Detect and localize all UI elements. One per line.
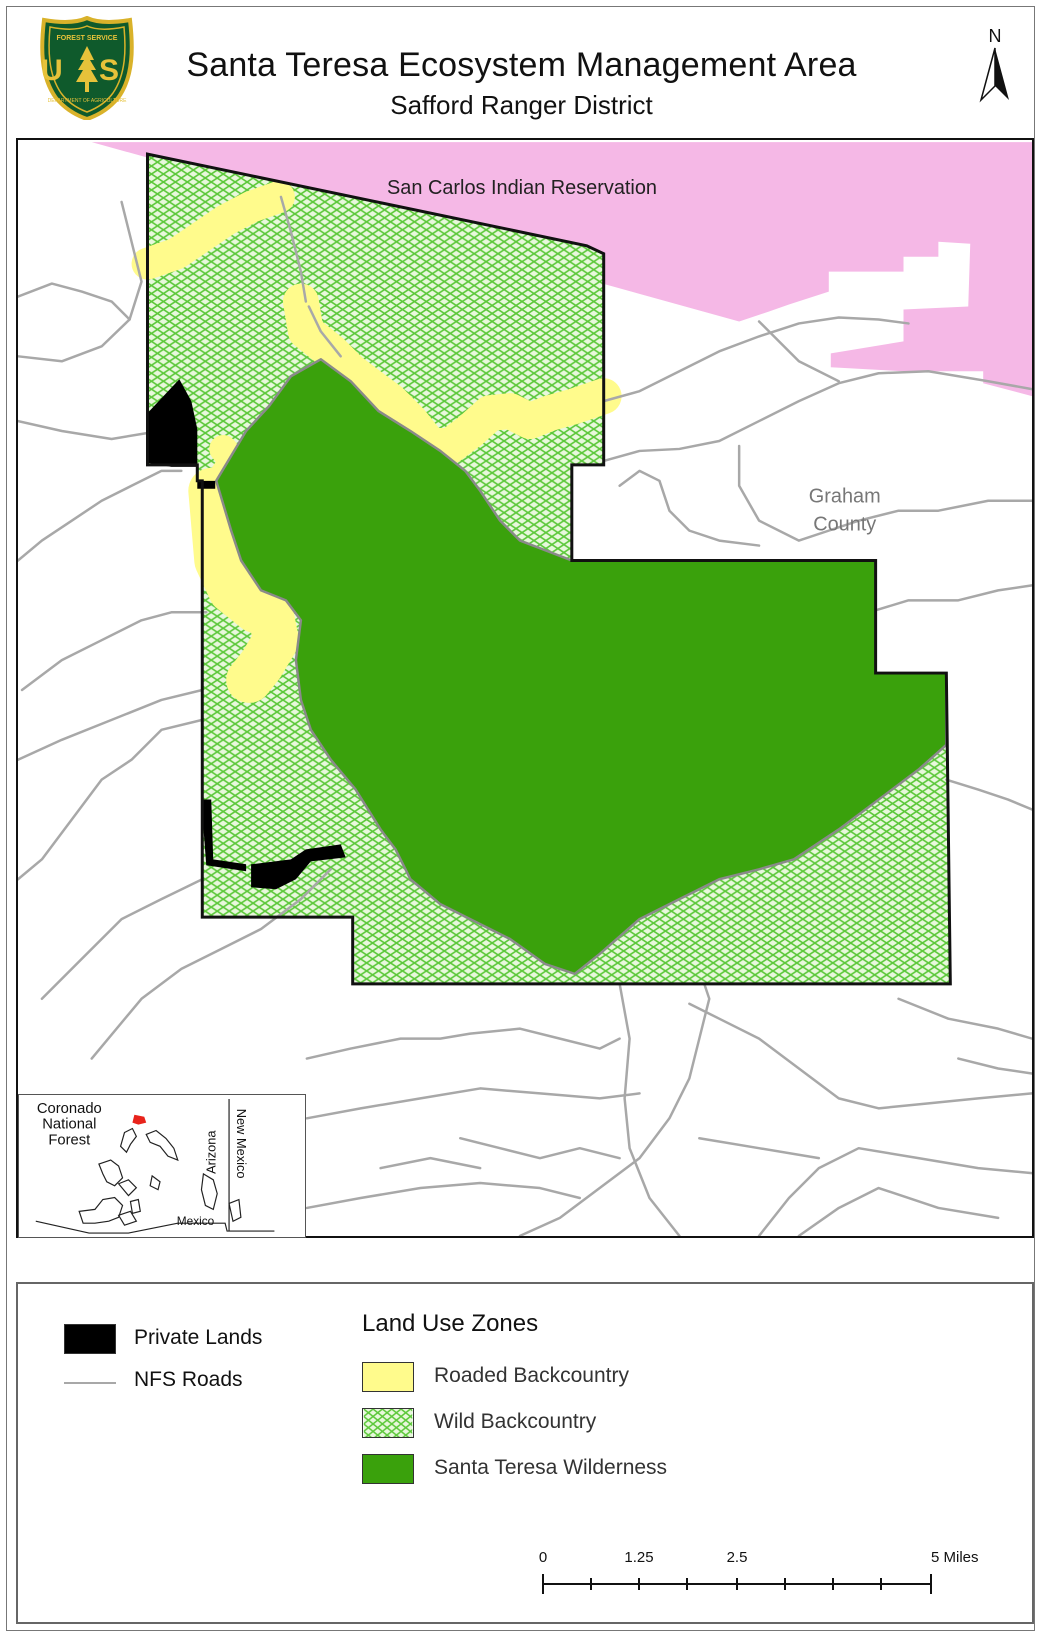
legend-panel: Private Lands NFS Roads Land Use Zones R… xyxy=(16,1282,1034,1624)
scale-tick-2: 2.5 xyxy=(727,1549,748,1566)
mexico-border xyxy=(35,1220,275,1234)
legend-wilderness-swatch xyxy=(362,1454,414,1484)
tree-icon xyxy=(76,46,98,92)
scale-tick-0: 0 xyxy=(539,1549,547,1566)
north-arrow-icon: N xyxy=(979,26,1009,103)
county-label-line2: County xyxy=(813,514,876,536)
ecosystem-boundary xyxy=(145,152,952,986)
legend-roads-swatch xyxy=(64,1382,116,1384)
santa-teresa-highlight xyxy=(132,1114,147,1125)
reservation-label: San Carlos Indian Reservation xyxy=(387,177,657,199)
scale-tick-1: 1.25 xyxy=(624,1549,653,1566)
map-subtitle: Safford Ranger District xyxy=(390,90,653,120)
inset-forest-label-3: Forest xyxy=(48,1132,90,1148)
legend-private-swatch xyxy=(64,1324,116,1354)
legend-zones-heading: Land Use Zones xyxy=(362,1310,539,1337)
logo-bottom-text: DEPARTMENT OF AGRICULTURE xyxy=(48,98,127,104)
forest-outlines xyxy=(78,1127,242,1226)
inset-forest-label-1: Coronado xyxy=(37,1101,102,1117)
wilderness-area xyxy=(214,358,948,976)
inset-forest-label-2: National xyxy=(42,1117,96,1133)
main-map: San Carlos Indian Reservation Graham Cou… xyxy=(16,138,1034,1238)
legend-private-label: Private Lands xyxy=(134,1326,263,1349)
legend-wilderness-label: Santa Teresa Wilderness xyxy=(434,1456,668,1479)
inset-arizona-label: Arizona xyxy=(203,1130,218,1174)
county-label-line1: Graham xyxy=(809,486,881,508)
map-title: Santa Teresa Ecosystem Management Area xyxy=(186,46,857,84)
legend-wild-label: Wild Backcountry xyxy=(434,1410,597,1433)
legend-roaded-swatch xyxy=(362,1362,414,1392)
scale-tick-3: 5 Miles xyxy=(931,1549,979,1566)
inset-new-mexico-label: New Mexico xyxy=(234,1109,249,1179)
inset-locator-map: Coronado National Forest Arizona New Mex… xyxy=(18,1094,306,1238)
legend-roads-label: NFS Roads xyxy=(134,1368,243,1391)
nfs-roads xyxy=(18,195,1032,1236)
scale-bar: 0 1.25 2.5 5 Miles xyxy=(539,1549,979,1594)
inset-mexico-label: Mexico xyxy=(177,1214,215,1228)
logo-top-text: FOREST SERVICE xyxy=(57,35,118,42)
legend-wild-swatch xyxy=(362,1408,414,1438)
roaded-backcountry-corridors xyxy=(131,181,622,703)
north-label: N xyxy=(989,26,1002,46)
usfs-shield-logo: FOREST SERVICE U S DEPARTMENT OF AGRICUL… xyxy=(40,16,134,120)
legend-roaded-label: Roaded Backcountry xyxy=(434,1364,629,1387)
page-frame xyxy=(6,6,1035,1631)
